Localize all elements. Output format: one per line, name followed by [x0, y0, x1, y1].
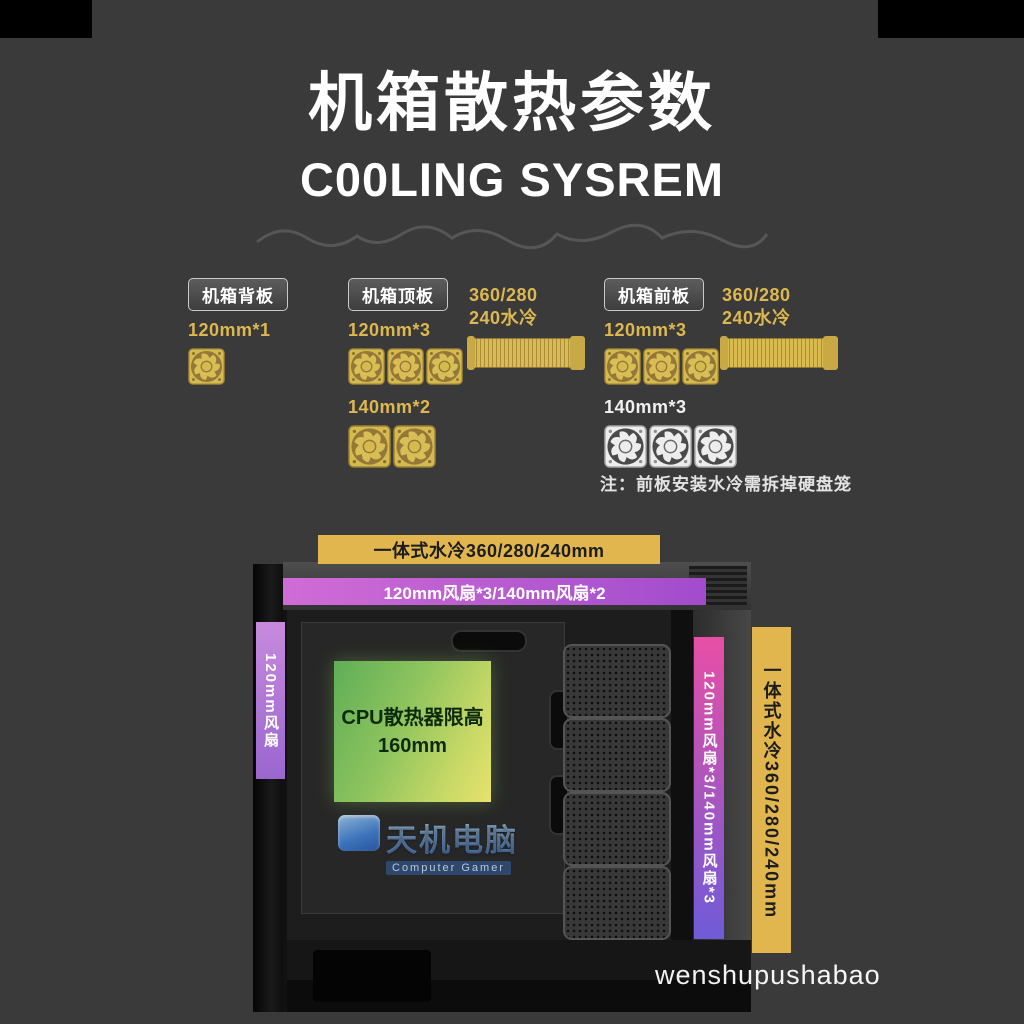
top-panel-label: 机箱顶板	[348, 278, 448, 311]
top-radiator-type: 240水冷	[469, 308, 538, 328]
case-photo	[253, 560, 751, 1012]
drive-cage	[563, 866, 671, 940]
psu-shroud-cutout	[313, 950, 431, 1002]
watermark-logo-text: 天机电脑	[386, 815, 518, 860]
case-inner-wall	[671, 610, 693, 940]
fan-icon	[649, 425, 692, 468]
rear-fan-banner: 120mm风扇	[256, 622, 285, 779]
fan-icon-white	[604, 425, 647, 468]
fan-icon-white	[649, 425, 692, 468]
fan-icon	[604, 348, 641, 385]
front-panel-120mm-qty: 120mm*3	[604, 320, 687, 340]
cable-grommet	[451, 630, 527, 652]
radiator-graphic	[467, 336, 585, 370]
back-panel-fan-row	[188, 348, 288, 385]
black-corner-top-right	[878, 0, 1024, 38]
computer-logo-icon	[338, 815, 380, 851]
cpu-clearance-text: CPU散热器限高	[341, 706, 484, 729]
top-panel-120mm-fan-row	[348, 348, 463, 385]
fan-icon	[393, 425, 436, 468]
page-subtitle: C00LING SYSREM	[299, 153, 725, 206]
fan-icon	[682, 348, 719, 385]
fan-icon-yellow	[348, 425, 391, 468]
drive-cage	[563, 718, 671, 792]
fan-icon	[387, 348, 424, 385]
fan-icon-yellow	[393, 425, 436, 468]
fan-icon-yellow	[604, 348, 641, 385]
aio-top-banner: 一体式水冷360/280/240mm	[318, 535, 660, 564]
top-fans-banner: 120mm风扇*3/140mm风扇*2	[283, 578, 706, 605]
fan-icon-yellow	[643, 348, 680, 385]
spec-front-radiator: 360/280 240水冷	[720, 284, 838, 370]
aio-front-banner: 一体式水冷360/280/240mm	[752, 627, 791, 953]
drive-cage	[563, 644, 671, 718]
fan-icon	[348, 425, 391, 468]
front-radiator-size: 360/280	[722, 285, 791, 305]
back-panel-120mm-qty: 120mm*1	[188, 320, 271, 340]
fan-icon	[188, 348, 225, 385]
fan-icon	[643, 348, 680, 385]
fan-icon	[694, 425, 737, 468]
front-panel-120mm-fan-row	[604, 348, 737, 385]
fan-icon-yellow	[682, 348, 719, 385]
back-panel-label: 机箱背板	[188, 278, 288, 311]
spec-top-panel: 机箱顶板 120mm*3	[348, 278, 463, 468]
front-panel-140mm-fan-row	[604, 425, 737, 468]
top-radiator-size: 360/280	[469, 285, 538, 305]
top-panel-140mm-qty: 140mm*2	[348, 397, 431, 417]
install-note: 注：前板安装水冷需拆掉硬盘笼	[600, 475, 852, 494]
drive-cage	[563, 792, 671, 866]
spec-front-panel: 机箱前板 120mm*3	[604, 278, 737, 468]
fan-icon-yellow	[348, 348, 385, 385]
front-fans-banner: 120mm风扇*3/140mm风扇*3	[694, 637, 724, 939]
spec-back-panel: 机箱背板 120mm*1	[188, 278, 288, 385]
fan-icon-yellow	[188, 348, 225, 385]
fan-icon-yellow	[426, 348, 463, 385]
corner-watermark-text: wenshupushabao	[655, 960, 881, 990]
fan-icon	[348, 348, 385, 385]
watermark-logo-text-block: 天机电脑 Computer Gamer	[386, 815, 518, 875]
fan-icon	[426, 348, 463, 385]
watermark-logo: 天机电脑 Computer Gamer	[338, 815, 518, 875]
top-panel-140mm-fan-row	[348, 425, 463, 468]
fan-icon-white	[694, 425, 737, 468]
fan-icon	[604, 425, 647, 468]
cpu-clearance-value: 160mm	[378, 734, 447, 757]
signature-watermark-squiggle	[256, 223, 769, 250]
front-radiator-type: 240水冷	[722, 308, 791, 328]
page-title: 机箱散热参数	[308, 67, 716, 139]
front-panel-140mm-qty: 140mm*3	[604, 397, 687, 417]
fan-icon-yellow	[387, 348, 424, 385]
watermark-logo-subtext: Computer Gamer	[386, 861, 511, 875]
spec-top-radiator: 360/280 240水冷	[467, 284, 585, 370]
cpu-clearance-callout: CPU散热器限高 160mm	[334, 661, 491, 802]
black-corner-top-left	[0, 0, 92, 38]
front-panel-label: 机箱前板	[604, 278, 704, 311]
radiator-graphic	[720, 336, 838, 370]
top-panel-120mm-qty: 120mm*3	[348, 320, 431, 340]
